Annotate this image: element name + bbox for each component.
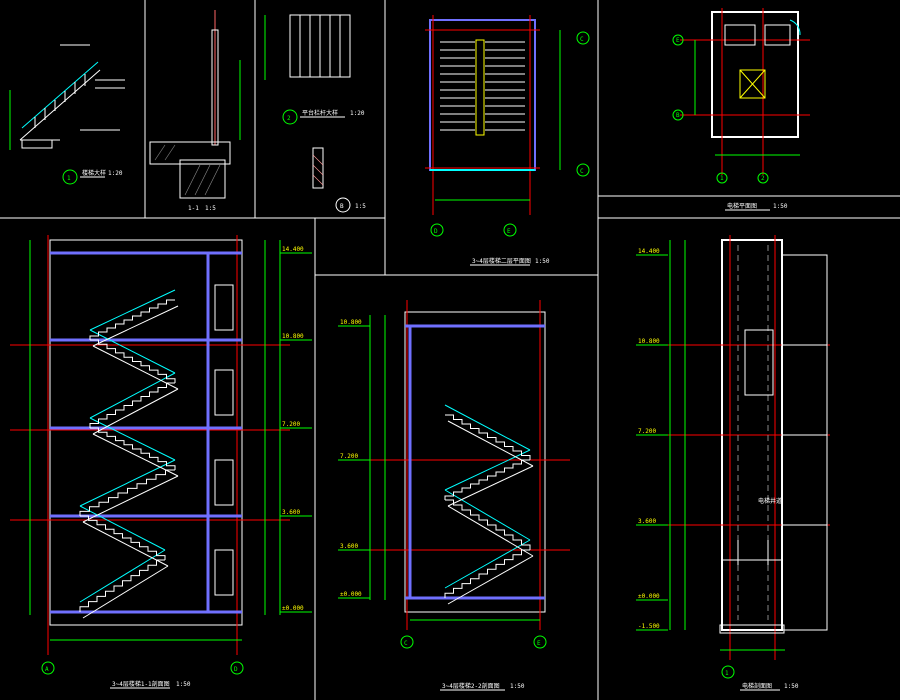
elevator-plan-axis-2: 2 bbox=[761, 175, 765, 182]
left-flight-5-soffit bbox=[92, 388, 179, 435]
stair-plan-axis-right: E bbox=[507, 228, 511, 235]
stair-section-mid-flights bbox=[444, 404, 534, 605]
platform-railing-caption: 平台栏杆大样 bbox=[302, 109, 338, 117]
stair-plan-treads bbox=[440, 41, 525, 131]
stair-section-left-caption: 3~4层楼梯1-1剖面图 bbox=[112, 680, 170, 688]
elevator-plan-scale: 1:50 bbox=[773, 203, 788, 210]
left-section-level-label: 3.600 bbox=[282, 509, 300, 516]
elevator-section-level-label: 10.800 bbox=[638, 338, 660, 345]
stair-plan-scale: 1:50 bbox=[535, 258, 550, 265]
stair-section-mid-axis-right: E bbox=[537, 640, 541, 647]
platform-railing-scale: 1:20 bbox=[350, 110, 365, 117]
elevator-plan-panel: E B 1 2 电梯平面图 1:50 bbox=[672, 8, 810, 211]
mid-flight-3-steps bbox=[444, 459, 530, 500]
mid-flight-2-steps bbox=[445, 499, 531, 550]
mid-flight-4-handrail bbox=[444, 404, 531, 451]
mid-flight-4-soffit bbox=[447, 420, 534, 467]
stair-section-left-axis-left: A bbox=[45, 666, 49, 673]
elevator-section-caption: 电梯剖面图 bbox=[742, 682, 772, 690]
left-flight-2-soffit bbox=[82, 521, 169, 567]
left-flight-3-handrail bbox=[79, 459, 176, 507]
stair-section-left-levels: ±0.000 3.600 7.200 10.800 14.400 bbox=[280, 246, 312, 613]
elevator-section-level-label: -1.500 bbox=[638, 623, 660, 630]
left-flight-2-steps bbox=[80, 515, 166, 560]
elevator-plan-axis-top: E bbox=[676, 37, 680, 44]
left-flight-7-steps bbox=[89, 299, 175, 340]
left-section-level-label: 14.400 bbox=[282, 246, 304, 253]
elevator-section-level-label: 14.400 bbox=[638, 248, 660, 255]
elevator-section-level-label: 7.200 bbox=[638, 428, 656, 435]
railing-detail-caption: 楼梯大样 bbox=[82, 169, 106, 177]
railing-detail-panel: 1 楼梯大样 1:20 bbox=[9, 44, 125, 185]
left-flight-1-soffit bbox=[82, 565, 169, 619]
mid-flight-4-steps bbox=[445, 414, 531, 460]
railing-detail-scale: 1:20 bbox=[108, 170, 123, 177]
elevator-section-levels: -1.500 ±0.000 3.600 7.200 10.800 14.400 bbox=[636, 248, 668, 631]
mid-flight-2-handrail bbox=[444, 489, 531, 541]
baluster-section-scale: 1:5 bbox=[205, 205, 216, 212]
mid-section-level-label: 7.200 bbox=[340, 453, 358, 460]
stair-plan-axis-left: D bbox=[434, 228, 438, 235]
mid-flight-2-soffit bbox=[447, 505, 534, 557]
left-flight-1-steps bbox=[79, 559, 165, 612]
elevator-section-scale: 1:50 bbox=[784, 683, 799, 690]
mid-flight-1-steps bbox=[444, 549, 530, 598]
stair-section-mid-caption: 3~4层楼梯2-2剖面图 bbox=[442, 682, 500, 690]
left-flight-6-steps bbox=[90, 339, 176, 383]
elevator-section-panel: 电梯井道 -1.500±0.0003.6007.20010.80014.400 … bbox=[636, 235, 830, 691]
mid-section-level-label: 10.800 bbox=[340, 319, 362, 326]
baluster-section-panel: 1-1 1:5 bbox=[149, 10, 241, 212]
left-flight-7-handrail bbox=[89, 289, 176, 331]
stair-plan-caption: 3~4层楼梯二层平面图 bbox=[472, 257, 531, 265]
left-flight-3-soffit bbox=[82, 475, 179, 523]
stair-plan-axis-bottom: C bbox=[580, 168, 584, 175]
elevator-shaft-label: 电梯井道 bbox=[758, 497, 782, 505]
mid-flight-1-handrail bbox=[444, 539, 531, 589]
left-flight-4-steps bbox=[90, 427, 176, 470]
stair-section-mid-axis-left: C bbox=[404, 640, 408, 647]
elevator-plan-axis-bottom: B bbox=[676, 112, 680, 119]
elevator-plan-axis-1: 1 bbox=[720, 175, 724, 182]
handrail-section-marker: B bbox=[340, 203, 344, 210]
elevator-section-level-label: ±0.000 bbox=[638, 593, 660, 600]
mid-section-level-label: ±0.000 bbox=[340, 591, 362, 598]
left-section-level-label: 10.800 bbox=[282, 333, 304, 340]
stair-plan-axis-top: C bbox=[580, 36, 584, 43]
mid-flight-1-soffit bbox=[447, 555, 534, 605]
stair-section-mid-levels: ±0.000 3.600 7.200 10.800 bbox=[338, 319, 370, 599]
mid-flight-3-handrail bbox=[444, 449, 531, 491]
left-flight-5-steps bbox=[89, 382, 175, 428]
stair-section-left-scale: 1:50 bbox=[176, 681, 191, 688]
left-flight-7-soffit bbox=[92, 305, 179, 347]
stair-section-left-axis-right: D bbox=[234, 666, 238, 673]
left-section-level-label: ±0.000 bbox=[282, 605, 304, 612]
mid-section-level-label: 3.600 bbox=[340, 543, 358, 550]
stair-section-mid-scale: 1:50 bbox=[510, 683, 525, 690]
left-flight-4-handrail bbox=[89, 417, 176, 461]
baluster-section-caption: 1-1 bbox=[188, 205, 199, 212]
mid-flight-3-soffit bbox=[447, 465, 534, 507]
left-flight-5-handrail bbox=[89, 372, 176, 419]
left-flight-3-steps bbox=[79, 469, 175, 516]
platform-railing-panel: 2 平台栏杆大样 1:20 B 1:5 bbox=[264, 14, 366, 213]
left-flight-2-handrail bbox=[79, 505, 166, 551]
railing-detail-marker: 1 bbox=[67, 175, 71, 182]
handrail-section-scale: 1:5 bbox=[355, 203, 366, 210]
stair-plan-panel: C C D E 3~4层楼梯二层平面图 1:50 bbox=[425, 15, 590, 266]
left-flight-1-handrail bbox=[79, 549, 166, 603]
stair-section-left-flights bbox=[79, 289, 179, 619]
elevator-section-level-label: 3.600 bbox=[638, 518, 656, 525]
stair-section-left-panel: ±0.000 3.600 7.200 10.800 14.400 A D 3~4层楼梯1… bbox=[10, 235, 312, 689]
left-flight-6-handrail bbox=[89, 329, 176, 374]
elevator-section-axis: 1 bbox=[725, 670, 729, 677]
left-flight-6-soffit bbox=[92, 345, 179, 390]
platform-railing-marker: 2 bbox=[287, 115, 291, 122]
left-section-level-label: 7.200 bbox=[282, 421, 300, 428]
left-flight-4-soffit bbox=[92, 433, 179, 477]
elevator-plan-caption: 电梯平面图 bbox=[727, 202, 757, 210]
